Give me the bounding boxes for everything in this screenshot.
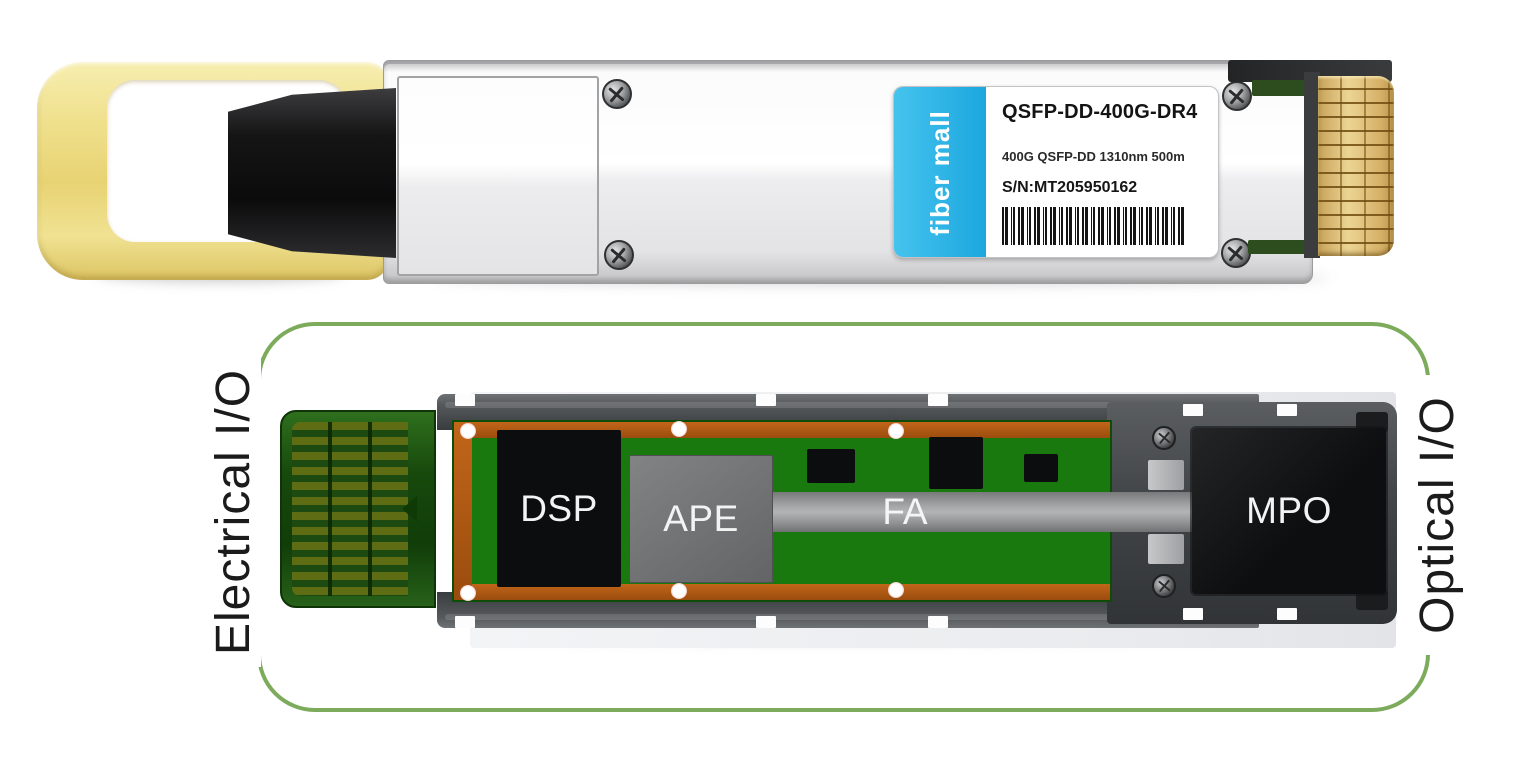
latch-clip <box>228 88 396 258</box>
via <box>671 583 687 599</box>
bracket-bar <box>1148 460 1184 490</box>
dsp-chip: DSP <box>497 430 621 587</box>
pcb-sliver-top <box>1252 80 1314 96</box>
via <box>671 421 687 437</box>
rail-highlight <box>445 614 1245 620</box>
screw <box>604 240 634 270</box>
via <box>460 423 476 439</box>
pcb-sliver-bottom <box>1248 240 1310 254</box>
rail-notch <box>756 394 776 406</box>
label-serial: S/N:MT205950162 <box>1002 179 1138 196</box>
brand-name: fiber mall <box>925 110 955 236</box>
smd-chip <box>929 437 983 489</box>
edge-connector-notch <box>402 496 417 522</box>
screw <box>1221 238 1251 268</box>
rail-notch <box>928 616 948 628</box>
rail-highlight <box>445 402 1245 408</box>
screw <box>602 79 632 109</box>
rail-notch <box>1277 608 1297 620</box>
gold-fingers <box>1318 76 1394 256</box>
smd-chip <box>807 449 855 483</box>
module-body-panel <box>397 76 599 276</box>
product-label: fiber mall QSFP-DD-400G-DR4 400G QSFP-DD… <box>893 86 1219 258</box>
electrical-io-label: Electrical I/O <box>207 357 261 667</box>
mpo-tab <box>1356 412 1388 432</box>
rail-notch <box>928 394 948 406</box>
edge-connector-pads <box>292 422 408 596</box>
smd-chip <box>1024 454 1058 482</box>
pcb-copper-bottom <box>454 584 1110 600</box>
mpo-tab <box>1356 590 1388 610</box>
screw <box>1222 81 1252 111</box>
screw <box>1152 426 1176 450</box>
via <box>888 582 904 598</box>
rail-notch <box>1183 404 1203 416</box>
fiber-array-label: FA <box>882 491 928 532</box>
rail-notch <box>1183 608 1203 620</box>
screw <box>1152 574 1176 598</box>
label-description: 400G QSFP-DD 1310nm 500m <box>1002 149 1185 164</box>
barcode <box>1002 207 1186 245</box>
pcb-copper-left <box>454 422 472 600</box>
dsp-label: DSP <box>520 487 598 529</box>
mpo-label: MPO <box>1246 490 1332 531</box>
ape-chip: APE <box>629 455 773 583</box>
label-model: QSFP-DD-400G-DR4 <box>1002 101 1198 123</box>
via <box>460 585 476 601</box>
rail-notch <box>756 616 776 628</box>
ape-label: APE <box>663 498 739 539</box>
brand-strip: fiber mall <box>894 87 986 257</box>
optical-io-label: Optical I/O <box>1411 375 1465 655</box>
mpo-connector: MPO <box>1192 428 1386 594</box>
rail-notch <box>1277 404 1297 416</box>
via <box>888 423 904 439</box>
rail-notch <box>455 394 475 406</box>
rail-notch <box>455 616 475 628</box>
bracket-bar <box>1148 534 1184 564</box>
pcb-edge <box>1304 72 1320 258</box>
